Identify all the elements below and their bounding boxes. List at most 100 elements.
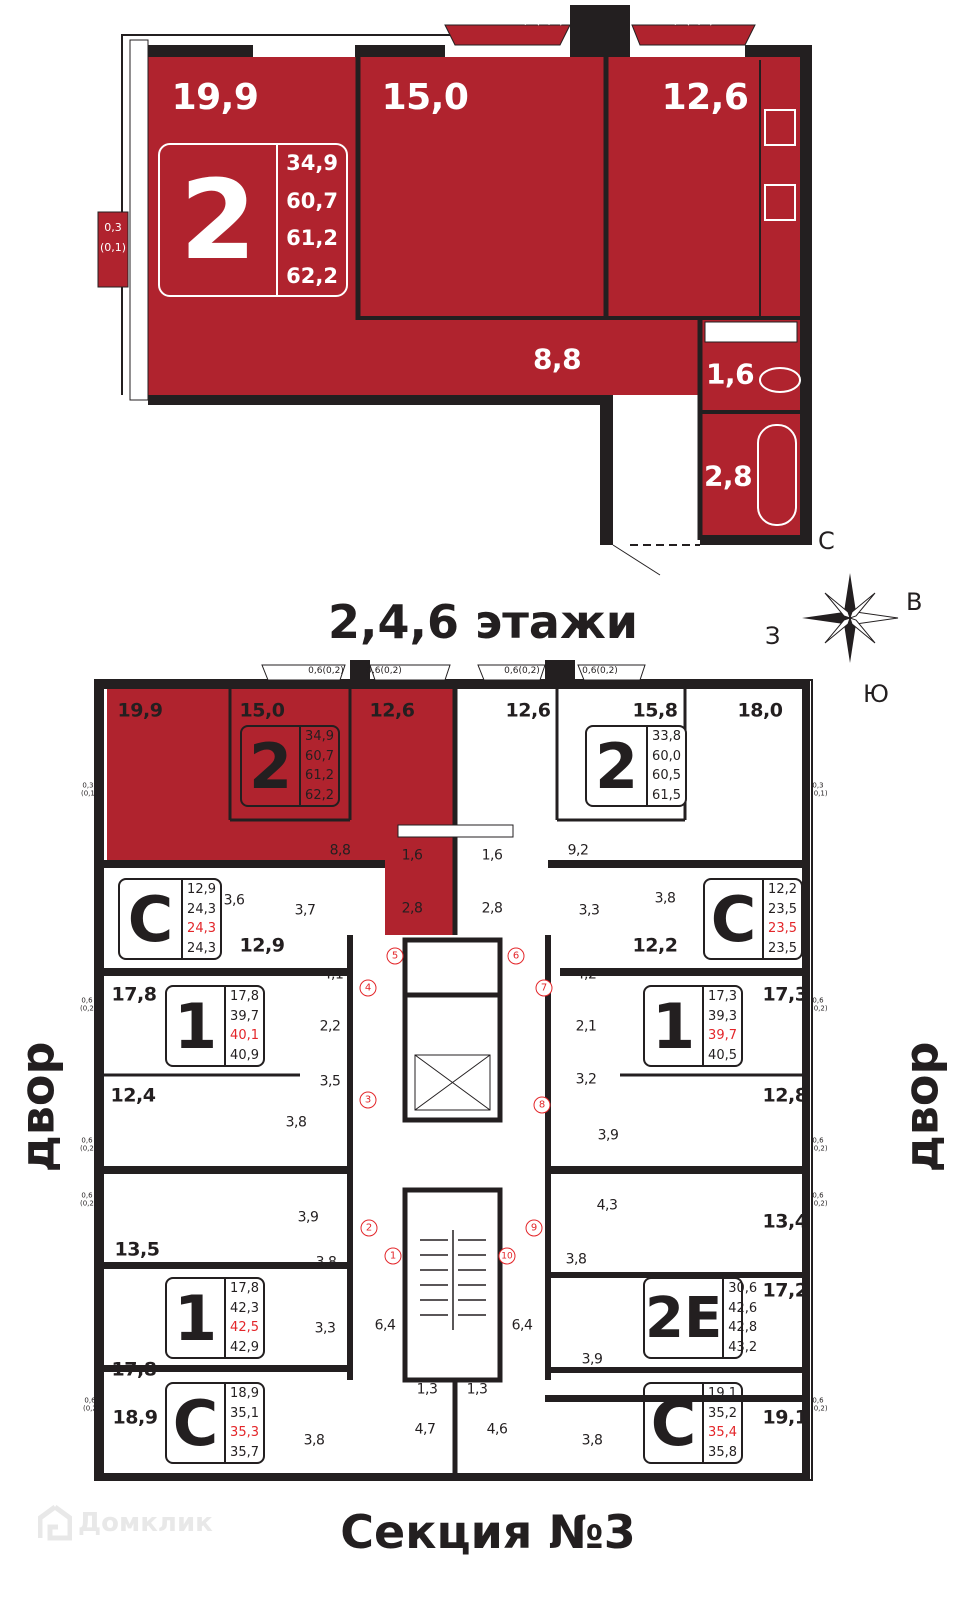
- entrance-number: 3: [359, 1091, 377, 1109]
- compass-west: З: [765, 622, 781, 650]
- unit-type: С: [705, 880, 765, 958]
- unit-area: 19,1: [708, 1386, 737, 1402]
- room-area: 3,8: [315, 1254, 337, 1271]
- room-area: 3,8: [303, 1432, 325, 1449]
- unit-area-highlighted: 35,3: [230, 1425, 259, 1441]
- room-area: 3,8: [285, 1114, 307, 1131]
- unit-type: 1: [167, 1279, 227, 1357]
- entrance-number: 5: [386, 947, 404, 965]
- balcony-area: 0,6 (0,2): [80, 996, 97, 1012]
- room-area: 1,6: [481, 847, 503, 864]
- entrance-number: 1: [384, 1247, 402, 1265]
- unit-area: 60,5: [652, 768, 681, 784]
- room-area: 12,6: [369, 699, 415, 722]
- unit-area: 12,2: [768, 882, 797, 898]
- room-area: 8,8: [329, 842, 351, 859]
- unit-area: 12,9: [187, 882, 216, 898]
- room-area: 13,5: [114, 1238, 160, 1261]
- unit-area: 17,8: [230, 989, 259, 1005]
- balcony-area: 0,6 (0,2): [83, 1396, 100, 1412]
- unit-area: 42,6: [728, 1300, 758, 1316]
- unit-area: 35,2: [708, 1405, 737, 1421]
- unit-area: 23,5: [768, 940, 797, 956]
- compass-north: С: [818, 527, 835, 555]
- balcony-area: 0,6(0,2): [516, 12, 564, 27]
- balcony-area: 0,3 (0,1): [811, 781, 828, 797]
- balcony-area: 0,6 (0,2): [811, 1136, 828, 1152]
- unit-area-highlighted: 40,1: [230, 1028, 259, 1044]
- entrance-number: 9: [525, 1219, 543, 1237]
- room-area: 15,0: [381, 77, 469, 119]
- room-area: 8,8: [532, 342, 582, 376]
- room-area: 13,4: [762, 1210, 808, 1233]
- watermark: Домклик: [38, 1505, 213, 1541]
- room-area: 3,7: [294, 902, 316, 919]
- room-area: 4,2: [575, 966, 597, 983]
- unit-area-highlighted: 24,3: [187, 921, 216, 937]
- balcony-area: 0,6(0,2): [582, 666, 618, 677]
- floor-title: 2,4,6 этажи: [328, 595, 638, 649]
- room-area: 3,8: [565, 1251, 587, 1268]
- room-area: 3,9: [581, 1351, 603, 1368]
- unit-area: 42,8: [728, 1320, 758, 1336]
- total-area-full: 62,2: [286, 263, 338, 288]
- room-area: 19,9: [171, 77, 259, 119]
- entrance-number: 7: [535, 979, 553, 997]
- unit-area: 43,2: [728, 1339, 758, 1355]
- unit-area-highlighted: 42,5: [230, 1320, 259, 1336]
- unit-area: 39,7: [230, 1008, 259, 1024]
- room-area: 3,8: [581, 1432, 603, 1449]
- room-area: 18,0: [737, 699, 783, 722]
- unit-type: С: [645, 1384, 705, 1462]
- room-area: 12,9: [239, 934, 285, 957]
- room-area: 17,3: [762, 983, 808, 1006]
- unit-area: 24,3: [187, 940, 216, 956]
- unit-area: 30,6: [728, 1281, 758, 1297]
- room-area: 3,3: [314, 1320, 336, 1337]
- room-area: 3,8: [654, 890, 676, 907]
- room-area: 3,3: [578, 902, 600, 919]
- unit-area: 61,5: [652, 787, 681, 803]
- balcony-area: 0,6(0,2): [504, 666, 540, 677]
- balcony-area: (0,1): [99, 240, 127, 254]
- entrance-number: 6: [507, 947, 525, 965]
- watermark-text: Домклик: [78, 1508, 213, 1538]
- unit-area: 60,0: [652, 748, 681, 764]
- room-area: 4,7: [414, 1421, 436, 1438]
- balcony-area: 0,6 (0,2): [80, 1191, 97, 1207]
- unit-type: 1: [645, 987, 705, 1065]
- compass-east: В: [906, 588, 923, 616]
- room-area: 4,6: [486, 1421, 508, 1438]
- unit-area: 39,3: [708, 1008, 737, 1024]
- unit-type: 2: [242, 727, 302, 805]
- room-area: 3,5: [319, 1073, 341, 1090]
- balcony-area: 0,3: [104, 220, 122, 234]
- balcony-area: 0,6 (0,2): [80, 1136, 97, 1152]
- unit-area: 62,2: [305, 787, 334, 803]
- room-area: 17,8: [111, 983, 157, 1006]
- room-area: 17,8: [111, 1358, 157, 1381]
- top-apartment-shape: [97, 5, 812, 576]
- room-area: 3,2: [575, 1071, 597, 1088]
- unit-area: 35,8: [708, 1444, 737, 1460]
- balcony-area: 0,6(0,2): [308, 666, 344, 677]
- room-area: 3,6: [223, 892, 245, 909]
- balcony-area: 0,6 (0,2): [811, 996, 828, 1012]
- unit-area: 34,9: [305, 729, 334, 745]
- unit-type: 2: [587, 727, 649, 805]
- room-area: 19,9: [117, 699, 163, 722]
- unit-area: 17,8: [230, 1281, 259, 1297]
- section-title: Секция №3: [340, 1505, 636, 1559]
- room-area: 4,3: [596, 1197, 618, 1214]
